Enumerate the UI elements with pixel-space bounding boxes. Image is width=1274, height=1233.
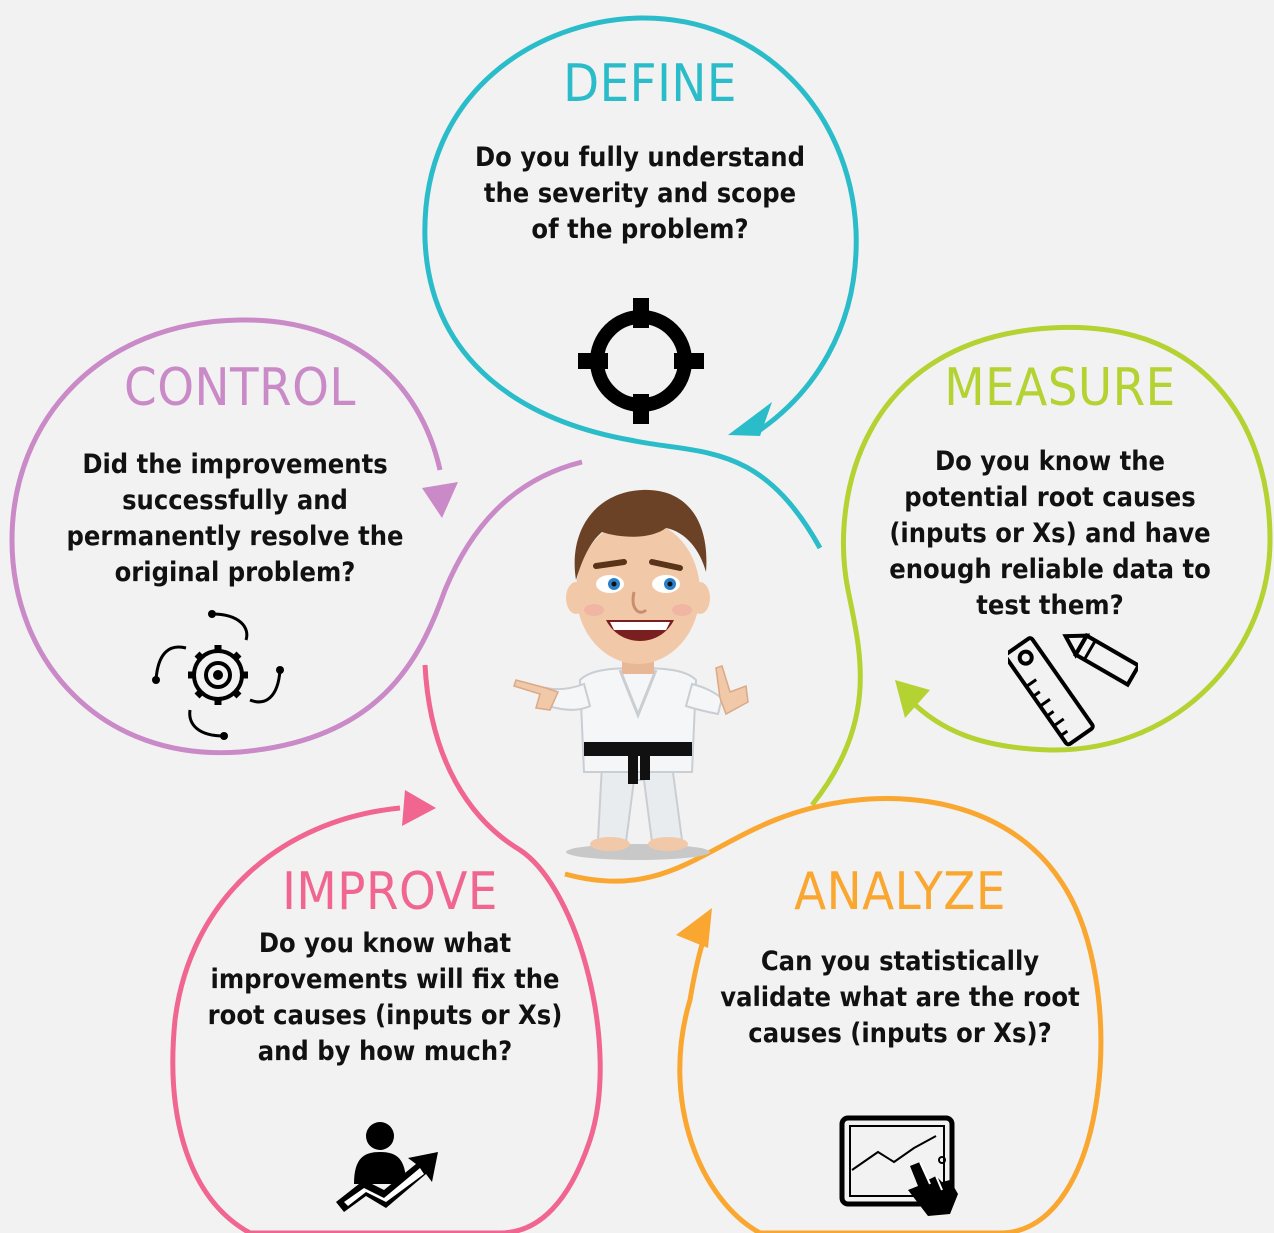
control-title: CONTROL [124,358,356,418]
crosshair-icon [578,298,704,424]
karate-character-illustration [513,489,749,860]
define-ring [422,15,859,550]
tablet-chart-icon [839,1115,958,1216]
analyze-title: ANALYZE [794,862,1006,922]
ruler-pencil-icon [1008,632,1138,747]
measure-title: MEASURE [944,358,1176,418]
gear-cycle-icon [152,610,284,740]
measure-arrowhead [895,680,930,718]
control-ring [9,317,583,756]
improve-arrowhead [402,790,436,826]
define-arrowhead [728,402,772,436]
analyze-question: Can you statistically validate what are … [720,946,1080,1049]
measure-question: Do you know the potential root causes (i… [889,446,1211,621]
define-question: Do you fully understand the severity and… [475,142,805,245]
measure-ring [810,324,1273,807]
analyze-arrowhead [676,908,712,948]
control-arrowhead [422,482,458,518]
improve-ring [170,664,603,1233]
improve-question: Do you know what improvements will fix t… [207,928,563,1067]
control-question: Did the improvements successfully and pe… [66,449,404,588]
improve-title: IMPROVE [282,862,498,922]
define-title: DEFINE [563,54,737,114]
analyze-ring [564,796,1104,1233]
person-growth-arrow-icon [336,1122,438,1212]
